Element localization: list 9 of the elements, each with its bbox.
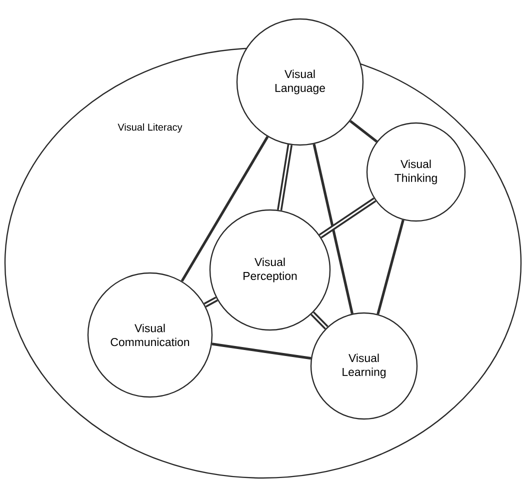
- connector-line: [349, 120, 378, 143]
- connector-line: [312, 144, 354, 314]
- connector-line: [277, 144, 293, 211]
- connector-line: [310, 311, 328, 330]
- connector-line: [212, 342, 312, 360]
- connector-line: [204, 296, 218, 308]
- connector-line: [318, 197, 376, 238]
- connector-line: [376, 220, 404, 315]
- connector-line: [180, 136, 269, 282]
